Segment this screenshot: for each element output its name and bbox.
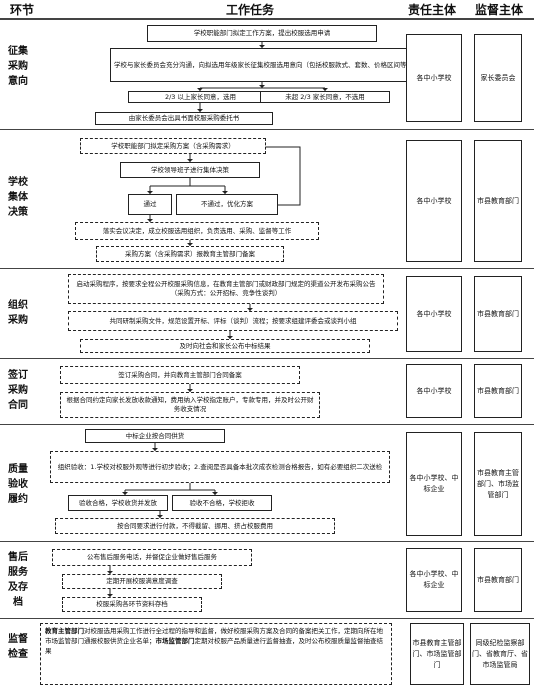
task-box: 学校与家长委员会充分沟通，向拟选用年级家长征集校服选用意向（包括校服款式、套数、… (110, 48, 415, 82)
responsible-box: 各中小学校 (406, 140, 462, 262)
task-box: 由家长委员会出具书面校服采购委托书 (95, 112, 273, 125)
task-box: 共同研制采购文件，规范设置开标、评标（谈判）流程；按要求组建评委会或谈判小组 (68, 311, 398, 331)
header-divider (0, 18, 534, 20)
task-box: 学校领导班子进行集体决策 (120, 162, 260, 178)
note-text-education: 对校服选用采购工作进行全过程的指导和监督，做好校服采购方案及合同的备案把关工作，… (45, 627, 383, 645)
note-org-education: 教育主管部门 (45, 627, 84, 635)
task-box: 中标企业按合同供货 (85, 429, 225, 443)
task-box: 公布售后服务电话，并督促企业做好售后服务 (52, 549, 252, 566)
task-box: 采购方案（含采购需求）报教育主管部门备案 (96, 246, 284, 262)
section-divider (0, 618, 534, 619)
responsible-box: 市县教育主管部门、市场监管部门 (410, 623, 464, 685)
header-stage: 环节 (9, 3, 34, 17)
responsible-box: 各中小学校 (406, 364, 462, 418)
note-org-market: 市场监管部门 (155, 637, 195, 645)
task-box: 定期开展校服满意度调查 (62, 574, 222, 589)
supervisor-box: 市县教育部门 (474, 548, 522, 612)
decision-yes-box: 2/3 以上家长同意，选用 (128, 91, 273, 103)
responsible-box: 各中小学校、中标企业 (406, 432, 462, 536)
stage-label: 售后服务及存档 (8, 552, 28, 608)
supervisor-box: 家长委员会 (474, 34, 522, 122)
section-divider (0, 358, 534, 359)
supervisor-box: 市县教育部门 (474, 276, 522, 352)
section-divider (0, 268, 534, 269)
task-box: 校服采购各环节资料存档 (62, 597, 202, 612)
supervisor-box: 同级纪检监察部门、省教育厅、省市场监管局 (470, 623, 530, 685)
stage-label: 组织采购 (8, 300, 28, 326)
task-box: 学校职能部门拟定采购方案（含采购需求） (80, 138, 266, 154)
section-divider (0, 424, 534, 425)
stage-label: 征集采购意向 (8, 46, 28, 87)
stage-label: 学校集体决策 (8, 177, 28, 218)
supervisor-box: 市县教育部门 (474, 140, 522, 262)
stage-label: 签订采购合同 (8, 370, 28, 411)
supervisor-box: 市县教育主管部门、市场监管部门 (474, 432, 522, 536)
responsible-box: 各中小学校 (406, 34, 462, 122)
decision-no-box: 未超 2/3 家长同意，不选用 (260, 91, 390, 103)
task-box: 按合同要求进行付款，不得截留、挪用、挤占校服费用 (55, 518, 335, 534)
header-responsible: 责任主体 (407, 3, 456, 17)
section-divider (0, 541, 534, 542)
task-box: 启动采购程序，按要求全程公开校服采购信息，在教育主管部门或财政部门规定的渠道公开… (68, 274, 384, 304)
decision-no-box: 不通过，优化方案 (176, 194, 278, 215)
task-box: 及时向社会和家长公布中标结果 (80, 339, 370, 353)
decision-yes-box: 通过 (128, 194, 172, 215)
supervisor-box: 市县教育部门 (474, 364, 522, 418)
note-text-market: 定期对校服产品质量进行监督抽查，及时公布校服质量监督抽查结果 (45, 637, 383, 655)
task-box: 根据合同约定向家长发放收款通知，费用纳入学校指定账户，专款专用，并及时公开财务收… (60, 392, 320, 418)
task-box: 学校职能部门拟定工作方案，提出校服选用申请 (147, 25, 377, 42)
responsible-box: 各中小学校 (406, 276, 462, 352)
header-task: 工作任务 (225, 3, 274, 17)
responsible-box: 各中小学校、中标企业 (406, 548, 462, 612)
header-supervisor: 监督主体 (474, 3, 523, 17)
section-divider (0, 129, 534, 130)
decision-yes-box: 验收合格，学校收货并发放 (68, 495, 168, 511)
stage-label: 监督检查 (8, 634, 28, 660)
supervision-note: 教育主管部门对校服选用采购工作进行全过程的指导和监督，做好校服采购方案及合同的备… (40, 623, 392, 685)
task-box: 组织验收：1.学校对校服外观等进行初步验收；2.查阅是否具备本批次成衣检测合格报… (50, 451, 390, 483)
decision-no-box: 验收不合格，学校拒收 (172, 495, 272, 511)
task-box: 落实会议决定，成立校服选用组织，负责选用、采购、监督等工作 (75, 222, 319, 240)
task-box: 签订采购合同，并向教育主管部门合同备案 (60, 366, 300, 384)
stage-label: 质量验收履约 (8, 464, 28, 505)
